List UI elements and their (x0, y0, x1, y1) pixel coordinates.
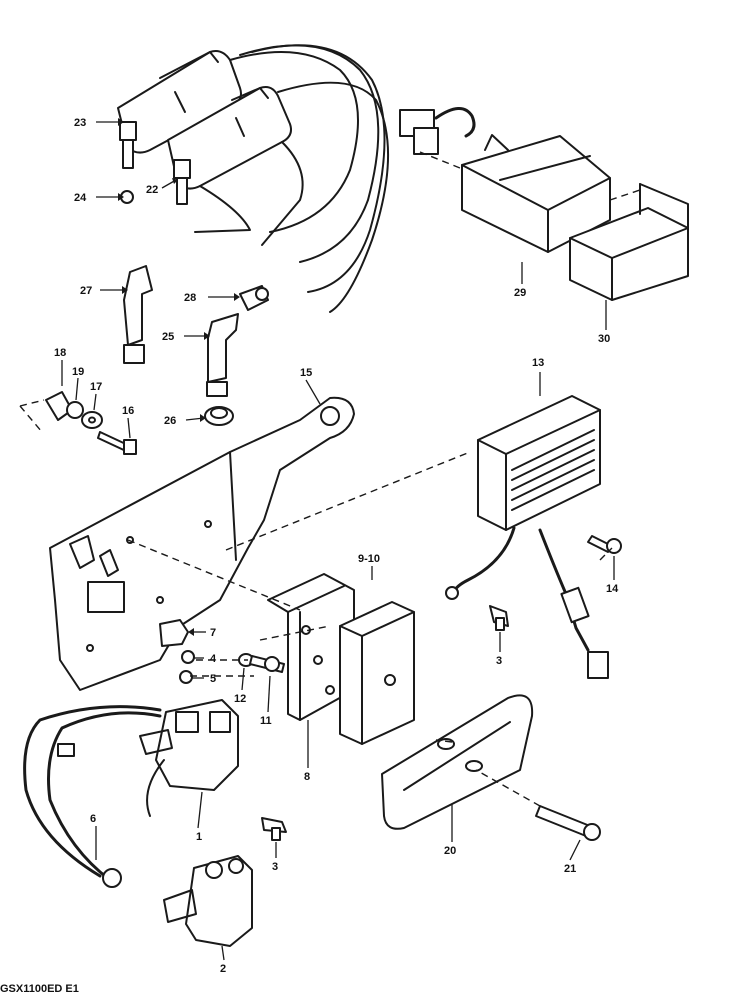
bolt-21 (535, 805, 601, 841)
callout-20: 20 (444, 845, 456, 857)
callout-3-lower: 3 (272, 861, 278, 873)
ignition-coil-23 (117, 50, 242, 169)
callout-14: 14 (606, 583, 619, 595)
plug-cap-25 (206, 313, 239, 397)
callout-30: 30 (598, 333, 610, 345)
screw-3-lower (261, 817, 287, 841)
relay-9-10 (267, 573, 355, 721)
box-29 (461, 134, 611, 253)
lead-6 (23, 705, 165, 888)
connector-29 (399, 107, 476, 155)
ht-leads (194, 44, 390, 313)
screw-3-upper (489, 605, 509, 631)
callout-16: 16 (122, 405, 134, 417)
starter-relay-2 (163, 855, 253, 947)
cover-8 (339, 601, 415, 745)
starter-relay-1 (139, 699, 239, 791)
callout-23: 23 (74, 117, 86, 129)
callout-29: 29 (514, 287, 526, 299)
callout-17: 17 (90, 381, 102, 393)
callout-9-10: 9-10 (358, 553, 380, 565)
callout-24: 24 (74, 192, 87, 204)
callout-18: 18 (54, 347, 66, 359)
bracket-15 (49, 396, 355, 691)
callout-8: 8 (304, 771, 310, 783)
callout-26: 26 (164, 415, 176, 427)
grommet-26 (204, 406, 234, 426)
callout-25: 25 (162, 331, 174, 343)
callout-6: 6 (90, 813, 96, 825)
leader-lines (61, 118, 615, 961)
cover-20 (381, 694, 534, 830)
bolt-16 (97, 431, 137, 455)
callout-4: 4 (210, 653, 217, 665)
regulator-13 (445, 395, 609, 679)
callout-27: 27 (80, 285, 92, 297)
callout-15: 15 (300, 367, 312, 379)
callout-7: 7 (210, 627, 216, 639)
callout-19: 19 (72, 366, 84, 378)
screw-14 (587, 535, 622, 554)
callout-21: 21 (564, 863, 576, 875)
callout-22: 22 (146, 184, 158, 196)
callout-13: 13 (532, 357, 544, 369)
spacer-19 (66, 401, 84, 419)
cap-28 (239, 285, 269, 311)
nut-4 (181, 650, 195, 664)
callout-3-upper: 3 (496, 655, 502, 667)
callout-28: 28 (184, 292, 196, 304)
callout-labels: 23 22 24 27 28 25 26 18 19 17 16 15 29 3… (54, 117, 619, 975)
ignition-coil-22 (167, 86, 292, 205)
callout-11: 11 (260, 715, 272, 727)
washer-17 (81, 411, 103, 429)
cover-30 (569, 183, 689, 301)
diagram-caption: GSX1100ED E1 (0, 983, 79, 995)
callout-2: 2 (220, 963, 226, 975)
callout-5: 5 (210, 673, 216, 685)
nut-5 (179, 670, 193, 684)
callout-1: 1 (196, 831, 202, 843)
rubber-7 (159, 619, 189, 647)
plug-cap-27 (123, 265, 153, 364)
callout-12: 12 (234, 693, 246, 705)
bolt-11 (249, 655, 285, 673)
